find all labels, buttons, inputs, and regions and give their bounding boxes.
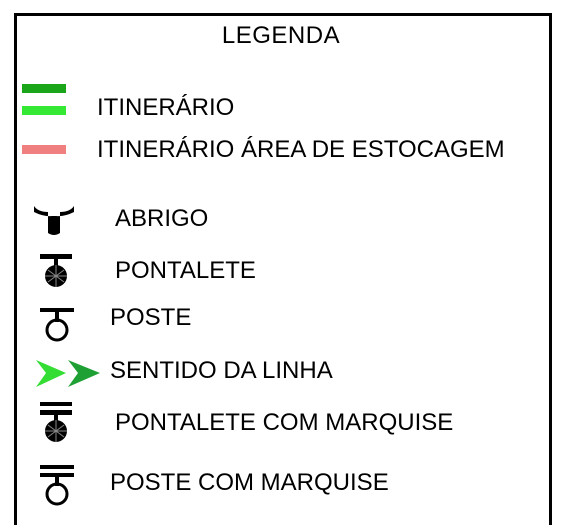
legend-label-poste-marquise: POSTE COM MARQUISE bbox=[110, 469, 389, 496]
legend-label-pontalete: PONTALETE bbox=[115, 257, 256, 284]
shelter-icon bbox=[34, 206, 74, 235]
legend-label-sentido: SENTIDO DA LINHA bbox=[110, 357, 333, 384]
legend-title: LEGENDA bbox=[221, 22, 341, 49]
legend-label-itinerario-estocagem: ITINERÁRIO ÁREA DE ESTOCAGEM bbox=[97, 136, 505, 163]
poste-marquise-icon bbox=[40, 465, 74, 506]
storage-route-line-icon bbox=[22, 145, 66, 154]
route-line-icon bbox=[22, 84, 66, 115]
legend-frame bbox=[14, 13, 552, 525]
pontalete-icon bbox=[40, 254, 72, 287]
legend-label-poste: POSTE bbox=[110, 304, 192, 331]
poste-icon bbox=[40, 308, 74, 342]
legend-label-itinerario: ITINERÁRIO bbox=[97, 94, 235, 121]
legend-label-abrigo: ABRIGO bbox=[115, 205, 209, 232]
legend-label-pontalete-marquise: PONTALETE COM MARQUISE bbox=[115, 409, 454, 436]
direction-arrows-icon bbox=[36, 360, 100, 387]
pontalete-marquise-icon bbox=[40, 402, 72, 442]
